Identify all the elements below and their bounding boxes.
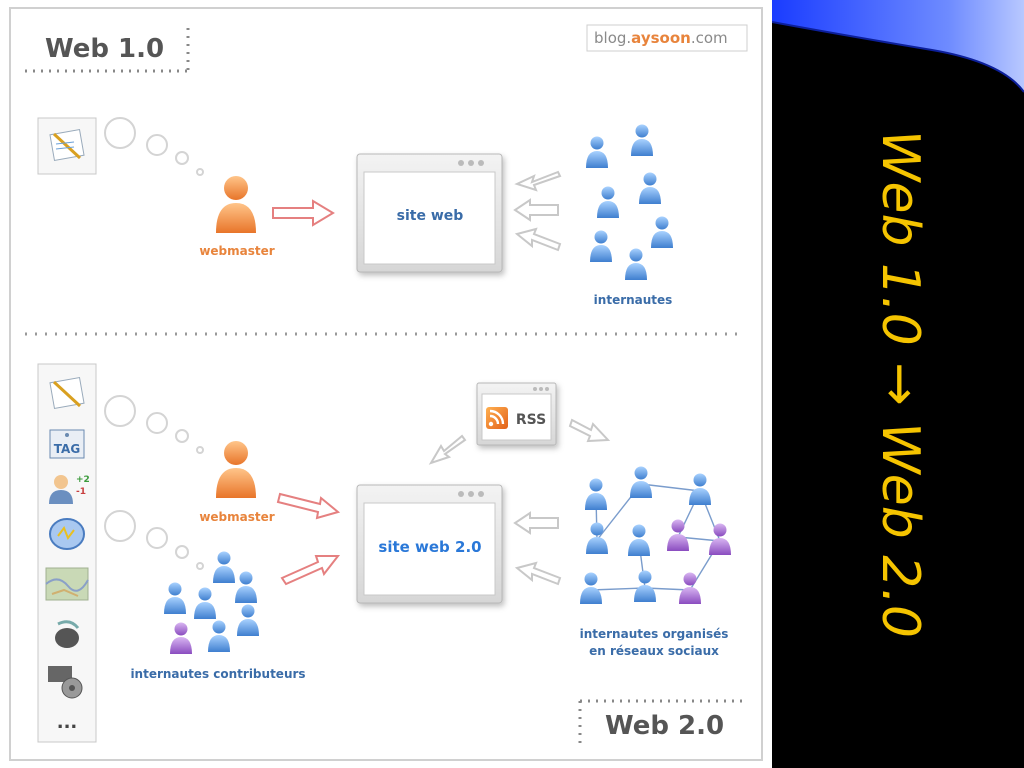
users-cloud-web1 [586,124,673,280]
web2-label: Web 2.0 [605,711,724,741]
user-icon [630,466,652,498]
site-label-web1: site web [397,208,464,224]
user-icon [235,571,257,603]
video-icon [48,666,83,699]
social-network-web2 [580,466,731,604]
tag-icon: TAG [49,429,85,459]
tools-column-web2: TAG +2 -1 ... [37,363,97,743]
user-icon [586,136,608,168]
watermark-suffix: .com [691,29,728,47]
user-icon [585,478,607,510]
user-icon [208,620,230,652]
user-icon [586,522,608,554]
user-icon [651,216,673,248]
user-icon [170,622,192,654]
music-icon [55,620,80,648]
user-icon [631,124,653,156]
social-label-line1: internautes organisés [580,627,729,641]
web1-header: Web 1.0 [25,28,190,73]
watermark: blog.aysoon.com [586,24,748,52]
arrow-webmaster-to-site-web1 [272,199,335,227]
tag-text: TAG [54,442,80,456]
notepad-icon [37,117,97,175]
user-icon [709,523,731,555]
rss-icon [486,407,508,429]
rss-label: RSS [516,412,546,428]
webmaster-label-web2: webmaster [199,510,274,524]
user-icon [194,587,216,619]
site-window-web1 [356,153,503,273]
webmaster-icon-web2 [216,441,256,498]
rss-window [476,382,557,446]
users-label-web1: internautes [594,293,673,307]
slide-corner-accent [772,0,1024,93]
contributors-label-web2: internautes contributeurs [130,667,305,681]
user-rating-icon: +2 -1 [49,475,90,504]
contributors-cloud-web2 [164,551,259,654]
webmaster-label-web1: webmaster [199,244,274,258]
notepad-icon [49,377,85,409]
svg-text:blog.aysoon.com: blog.aysoon.com [594,29,728,47]
user-icon [639,172,661,204]
arrows-rss-and-social [428,418,611,586]
user-icon [237,604,259,636]
user-icon [634,570,656,602]
arrows-to-site-web2 [276,492,341,586]
webmaster-icon-web1 [216,176,256,233]
map-icon [45,567,89,601]
thought-bubbles-web2 [104,395,204,570]
user-icon [679,572,701,604]
svg-text:+2: +2 [76,475,90,485]
user-icon [667,519,689,551]
svg-text:-1: -1 [76,487,86,497]
user-icon [597,186,619,218]
user-icon [580,572,602,604]
user-icon [164,582,186,614]
network-link [640,483,701,492]
site-label-web2: site web 2.0 [378,538,481,556]
network-link [590,587,646,591]
web-evolution-diagram: blog.aysoon.com Web 1.0 Web 2.0 webmaste… [0,0,772,768]
chat-icon [49,518,85,550]
social-label-line2: en réseaux sociaux [589,644,719,658]
web2-header: Web 2.0 [578,699,745,745]
watermark-prefix: blog. [594,29,631,47]
slide-title: Web 1.0 → Web 2.0 [870,130,930,638]
user-icon [689,473,711,505]
arrows-users-to-site-web1 [513,170,562,252]
web1-label: Web 1.0 [45,34,164,64]
site-window-web2 [356,484,503,604]
user-icon [625,248,647,280]
user-icon [213,551,235,583]
thought-bubbles-web1 [104,117,204,176]
watermark-brand: aysoon [631,29,691,47]
user-icon [628,524,650,556]
more-tools-text: ... [57,712,78,733]
user-icon [590,230,612,262]
